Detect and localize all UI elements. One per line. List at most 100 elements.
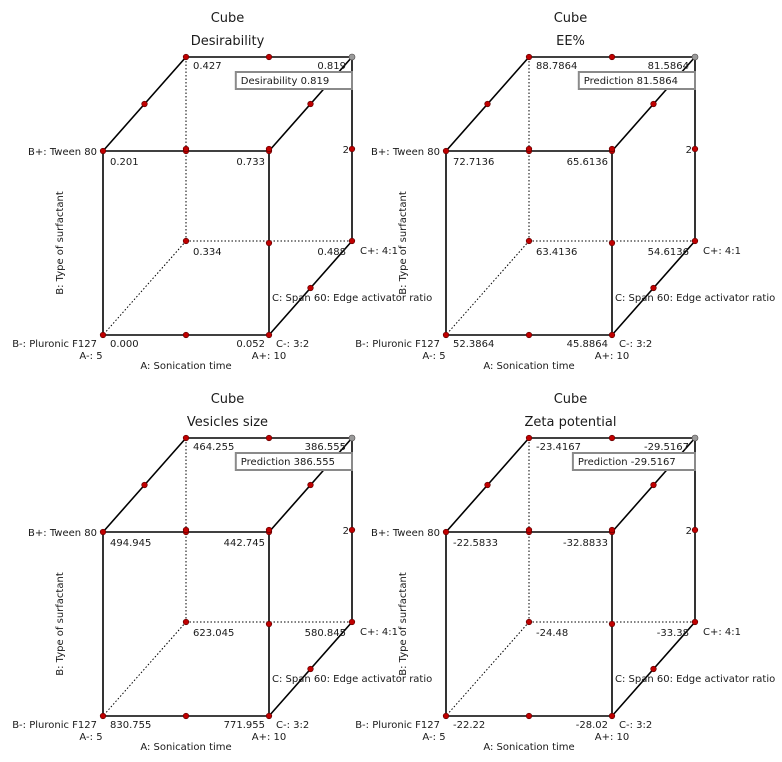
corner-value-A-B-C+: 623.045	[193, 628, 234, 639]
factor-c-axis-title: C: Span 60: Edge activator ratio	[272, 293, 432, 304]
design-point-marker	[525, 53, 533, 61]
corner-value-A-B+C+: 0.427	[193, 61, 222, 72]
factor-b-low-label: B-: Pluronic F127	[355, 339, 440, 350]
center-point-count: 2	[343, 526, 349, 537]
factor-b-axis-title: B: Type of surfactant	[55, 572, 66, 676]
corner-value-A+B+C-: 65.6136	[567, 157, 608, 168]
design-point-marker	[608, 526, 616, 534]
design-point-marker	[650, 284, 657, 292]
factor-c-axis-title: C: Span 60: Edge activator ratio	[615, 674, 775, 685]
corner-value-A+B-C+: -33.38	[657, 628, 689, 639]
prediction-tooltip-text: Desirability 0.819	[241, 76, 329, 87]
corner-value-A+B-C-: 771.955	[224, 720, 265, 731]
design-point-marker	[348, 618, 356, 626]
selected-point-marker	[691, 53, 699, 61]
corner-value-A+B+C+: -29.5167	[644, 442, 689, 453]
factor-c-low-label: C-: 3:2	[619, 720, 652, 731]
factor-a-low-label: A-: 5	[79, 732, 102, 743]
chart-subtitle: Vesicles size	[187, 415, 268, 430]
design-point-marker	[307, 665, 314, 673]
design-point-marker	[99, 147, 107, 155]
design-point-marker	[182, 526, 190, 534]
corner-value-A+B+C-: -32.8833	[563, 538, 608, 549]
design-point-marker	[608, 53, 616, 61]
chart-subtitle: EE%	[556, 34, 585, 49]
design-point-marker	[525, 526, 533, 534]
corner-value-A-B-C-: 52.3864	[453, 339, 494, 350]
factor-a-axis-title: A: Sonication time	[483, 742, 574, 753]
design-point-marker	[265, 434, 273, 442]
corner-value-A+B+C-: 0.733	[236, 157, 265, 168]
factor-c-low-label: C-: 3:2	[619, 339, 652, 350]
chart-title: Cube	[554, 11, 588, 26]
factor-b-low-label: B-: Pluronic F127	[12, 339, 97, 350]
chart-subtitle: Zeta potential	[525, 415, 617, 430]
corner-value-A-B+C-: 494.945	[110, 538, 151, 549]
design-point-marker	[307, 481, 314, 489]
factor-a-axis-title: A: Sonication time	[483, 361, 574, 372]
factor-b-high-label: B+: Tween 80	[371, 528, 440, 539]
prediction-tooltip-box	[571, 452, 697, 471]
design-point-marker	[348, 145, 356, 153]
factor-b-axis-title: B: Type of surfactant	[398, 572, 409, 676]
corner-value-A+B-C-: 45.8864	[567, 339, 608, 350]
corner-value-A+B+C+: 0.819	[317, 61, 346, 72]
factor-a-high-label: A+: 10	[252, 732, 287, 743]
corner-value-A-B+C+: 464.255	[193, 442, 234, 453]
design-point-marker	[608, 434, 616, 442]
prediction-tooltip-text: Prediction 386.555	[241, 457, 335, 468]
design-point-marker	[141, 481, 148, 489]
corner-value-A+B+C+: 386.555	[305, 442, 346, 453]
factor-b-axis-title: B: Type of surfactant	[55, 191, 66, 295]
design-point-marker	[650, 665, 657, 673]
design-point-marker	[265, 239, 273, 247]
corner-value-A-B+C-: 72.7136	[453, 157, 494, 168]
factor-c-high-label: C+: 4:1	[360, 246, 398, 257]
factor-a-high-label: A+: 10	[595, 351, 630, 362]
design-point-marker	[265, 53, 273, 61]
corner-value-A-B-C+: -24.48	[536, 628, 568, 639]
design-point-marker	[99, 712, 107, 720]
chart-title: Cube	[554, 392, 588, 407]
selected-point-marker	[691, 434, 699, 442]
design-point-marker	[307, 284, 314, 292]
prediction-tooltip-text: Prediction 81.5864	[584, 76, 678, 87]
chart-subtitle: Desirability	[191, 34, 265, 49]
center-point-count: 2	[343, 145, 349, 156]
design-point-marker	[608, 239, 616, 247]
design-point-marker	[265, 331, 273, 339]
factor-c-high-label: C+: 4:1	[360, 627, 398, 638]
design-point-marker	[525, 237, 533, 245]
design-point-marker	[99, 528, 107, 536]
design-point-marker	[525, 331, 533, 339]
factor-a-high-label: A+: 10	[252, 351, 287, 362]
prediction-tooltip-box	[577, 71, 696, 90]
corner-value-A+B-C-: -28.02	[576, 720, 608, 731]
design-point-marker	[265, 145, 273, 153]
hidden-edge	[445, 240, 530, 336]
factor-a-low-label: A-: 5	[422, 732, 445, 743]
design-point-marker	[442, 147, 450, 155]
factor-b-axis-title: B: Type of surfactant	[398, 191, 409, 295]
corner-value-A+B+C+: 81.5864	[648, 61, 689, 72]
factor-a-high-label: A+: 10	[595, 732, 630, 743]
factor-b-high-label: B+: Tween 80	[28, 528, 97, 539]
design-point-marker	[484, 481, 491, 489]
factor-c-low-label: C-: 3:2	[276, 339, 309, 350]
selected-point-marker	[348, 434, 356, 442]
design-point-marker	[484, 100, 491, 108]
design-point-marker	[182, 618, 190, 626]
prediction-tooltip-text: Prediction -29.5167	[578, 457, 676, 468]
factor-b-high-label: B+: Tween 80	[371, 147, 440, 158]
design-point-marker	[650, 100, 657, 108]
factor-a-axis-title: A: Sonication time	[140, 361, 231, 372]
design-point-marker	[442, 331, 450, 339]
design-point-marker	[182, 53, 190, 61]
design-point-marker	[525, 145, 533, 153]
design-point-marker	[608, 620, 616, 628]
design-point-marker	[525, 618, 533, 626]
